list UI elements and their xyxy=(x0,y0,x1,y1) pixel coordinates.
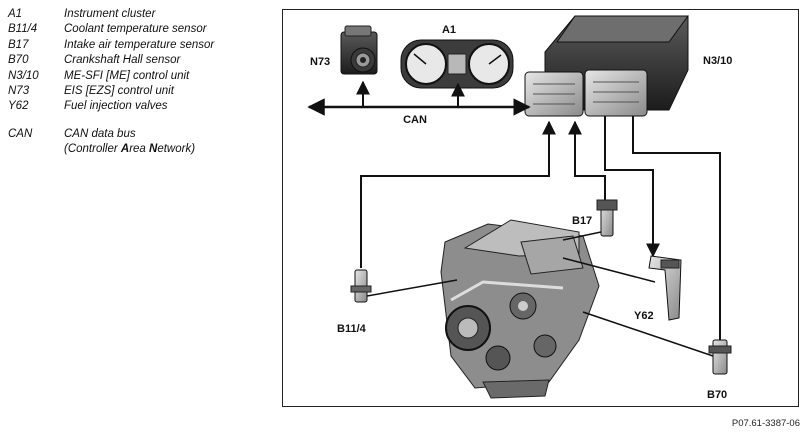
legend-description: ME-SFI [ME] control unit xyxy=(64,69,190,82)
legend-code: CAN xyxy=(8,127,33,140)
label-can: CAN xyxy=(403,114,427,126)
label-n3-10: N3/10 xyxy=(703,55,732,67)
legend-description: EIS [EZS] control unit xyxy=(64,84,174,97)
legend-description: Fuel injection valves xyxy=(64,100,168,113)
label-y62: Y62 xyxy=(634,310,654,322)
diagram-frame: A1 N73 N3/10 CAN B17 B11/4 Y62 B70 xyxy=(282,9,799,407)
instrument-cluster-icon xyxy=(400,39,514,89)
b11-4-coolant-sensor-icon xyxy=(350,269,372,303)
label-b70: B70 xyxy=(707,389,727,401)
figure-reference-code: P07.61-3387-06 xyxy=(731,418,800,429)
y62-fuel-injector-icon xyxy=(648,255,682,321)
wiring-diagram: A1 N73 N3/10 CAN B17 B11/4 Y62 B70 xyxy=(307,15,732,401)
legend-description: Intake air temperature sensor xyxy=(64,38,215,51)
legend-code: N3/10 xyxy=(8,69,39,82)
b17-intake-air-sensor-icon xyxy=(596,199,618,237)
n3-10-control-unit-icon xyxy=(524,15,689,117)
legend-description-expansion: (Controller Area Network) xyxy=(64,143,196,156)
engine-illustration xyxy=(440,219,600,399)
legend-code: B70 xyxy=(8,54,29,67)
legend-description: Crankshaft Hall sensor xyxy=(64,54,181,67)
legend-description: Instrument cluster xyxy=(64,8,156,20)
b70-crankshaft-sensor-icon xyxy=(708,339,732,375)
legend-code: Y62 xyxy=(8,100,29,113)
legend-code: A1 xyxy=(8,8,23,20)
n73-control-unit-icon xyxy=(340,25,378,75)
label-b17: B17 xyxy=(572,215,592,227)
legend-description: CAN data bus xyxy=(64,127,136,140)
sensor-connection-lines xyxy=(360,116,721,357)
legend-description: Coolant temperature sensor xyxy=(64,23,207,36)
can-bus-line xyxy=(307,80,531,116)
legend-code: N73 xyxy=(8,84,30,97)
label-n73: N73 xyxy=(310,56,330,68)
label-b11-4: B11/4 xyxy=(337,323,367,335)
legend-code: B11/4 xyxy=(8,23,38,36)
legend-code: B17 xyxy=(8,38,29,51)
label-a1: A1 xyxy=(442,24,456,36)
